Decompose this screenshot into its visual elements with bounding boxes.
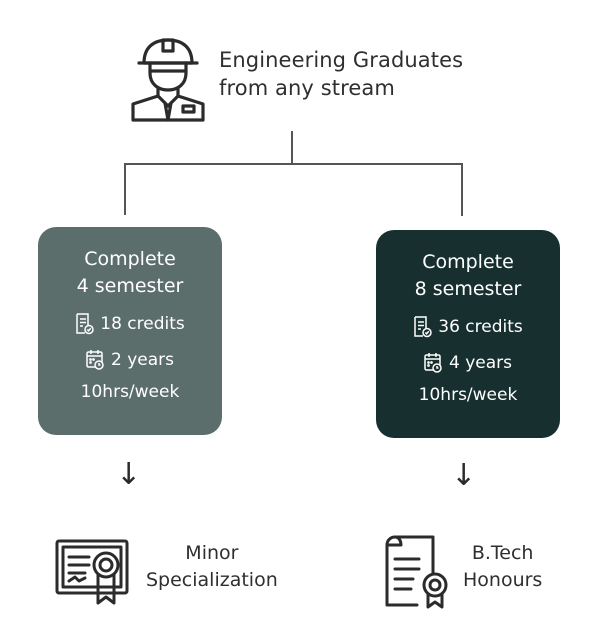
duration-value: 2 years [110, 350, 174, 370]
outcome-line2: Specialization [146, 569, 278, 591]
connector-left-drop [124, 163, 126, 215]
credits-row: 18 credits [38, 306, 222, 342]
credits-value: 18 credits [100, 314, 185, 334]
outcome-line2: Honours [463, 569, 543, 591]
engineer-icon [131, 38, 205, 122]
duration-row: 2 years [38, 342, 222, 378]
hours-value: 10hrs/week [418, 385, 518, 405]
path-card-minor: Complete 4 semester 18 credits 2 years 1… [38, 227, 222, 435]
outcome-honours: B.Tech Honours [463, 540, 542, 594]
credits-document-icon [414, 316, 432, 338]
certificate-icon [55, 539, 129, 605]
outcome-minor: Minor Specialization [146, 540, 278, 594]
source-label-line1: Engineering Graduates [219, 48, 464, 72]
credits-row: 36 credits [376, 309, 560, 345]
credits-document-icon [76, 313, 94, 335]
calendar-clock-icon [424, 353, 442, 373]
path-card-honours: Complete 8 semester 36 credits 4 years 1… [376, 230, 560, 438]
arrow-down-icon: ↓ [116, 457, 142, 492]
arrow-down-icon: ↓ [451, 458, 477, 493]
connector-vertical-top [291, 131, 293, 163]
connector-right-drop [461, 163, 463, 216]
duration-value: 4 years [448, 353, 512, 373]
card-title-line2: 4 semester [76, 275, 184, 297]
credits-value: 36 credits [438, 317, 523, 337]
card-title-line2: 8 semester [414, 278, 522, 300]
card-title-line1: Complete [422, 251, 514, 273]
source-label-line2: from any stream [219, 76, 395, 100]
hours-value: 10hrs/week [80, 382, 180, 402]
source-label: Engineering Graduates from any stream [219, 46, 463, 102]
calendar-clock-icon [86, 350, 104, 370]
outcome-line1: B.Tech [471, 542, 534, 564]
outcome-line1: Minor [185, 542, 239, 564]
duration-row: 4 years [376, 345, 560, 381]
card-title-line1: Complete [84, 248, 176, 270]
connector-horizontal [124, 163, 462, 165]
document-seal-icon [385, 535, 448, 609]
